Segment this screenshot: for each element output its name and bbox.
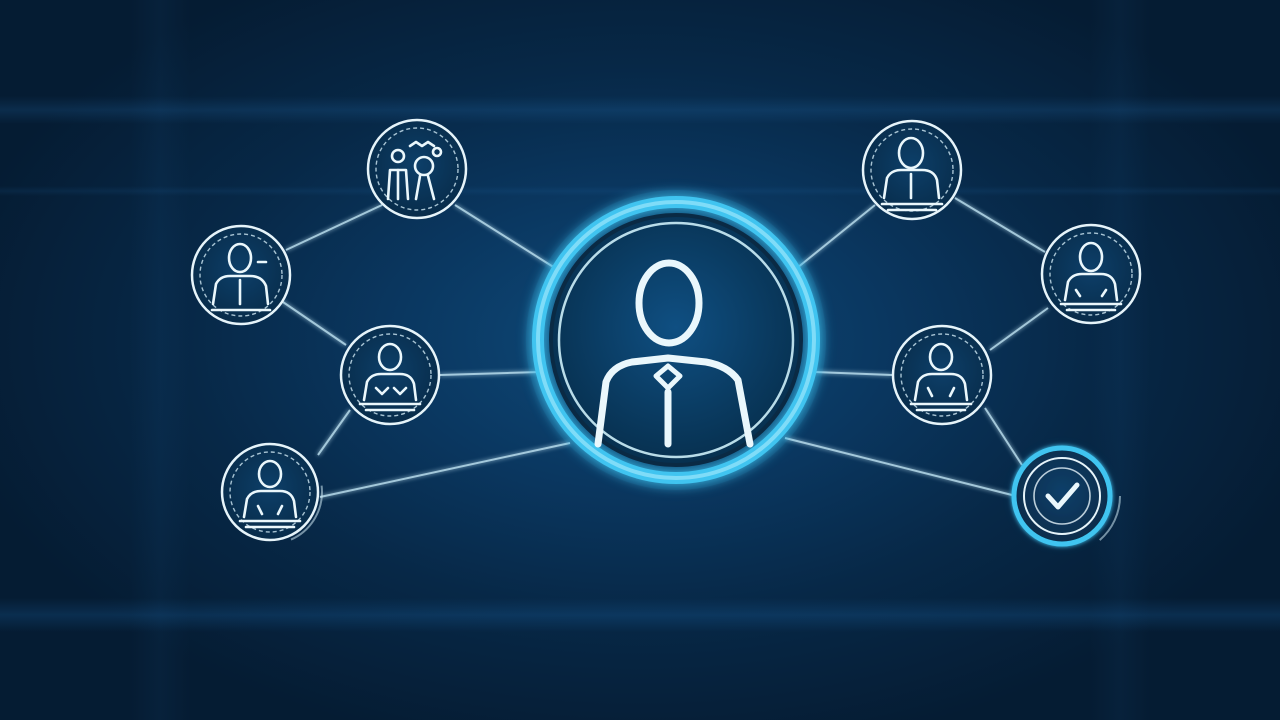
node-desk-right-upper [1040, 223, 1142, 325]
connector-line [954, 197, 1046, 253]
connector-line [439, 371, 541, 376]
node-person-left [190, 224, 292, 326]
connector-line [279, 299, 347, 346]
person-at-desk-icon [1059, 241, 1123, 312]
node-desk-right-lower [891, 324, 993, 426]
person-at-desk-icon [238, 459, 302, 529]
connection-lines [279, 197, 1049, 498]
node-desk-left-upper [339, 324, 441, 426]
person-icon [594, 259, 754, 448]
presenter-with-chart-icon [386, 140, 443, 201]
connector-line [319, 442, 571, 498]
connector-line [984, 407, 1023, 466]
connector-line [454, 204, 556, 269]
person-at-desk-icon [358, 342, 422, 412]
checkmark-icon [1045, 482, 1080, 510]
node-checkmark [1003, 437, 1121, 555]
connector-line [989, 307, 1049, 351]
person-icon [210, 242, 272, 312]
connector-line [285, 204, 383, 251]
node-presenter [366, 118, 468, 220]
central-node [526, 190, 826, 490]
person-at-desk-icon [909, 342, 973, 412]
person-icon [880, 136, 944, 212]
connector-line [317, 409, 351, 456]
connector-line [796, 204, 876, 269]
connector-line [814, 371, 893, 376]
node-person-right-top [861, 119, 963, 221]
connector-line [784, 437, 1013, 496]
node-desk-left-lower [217, 439, 323, 545]
